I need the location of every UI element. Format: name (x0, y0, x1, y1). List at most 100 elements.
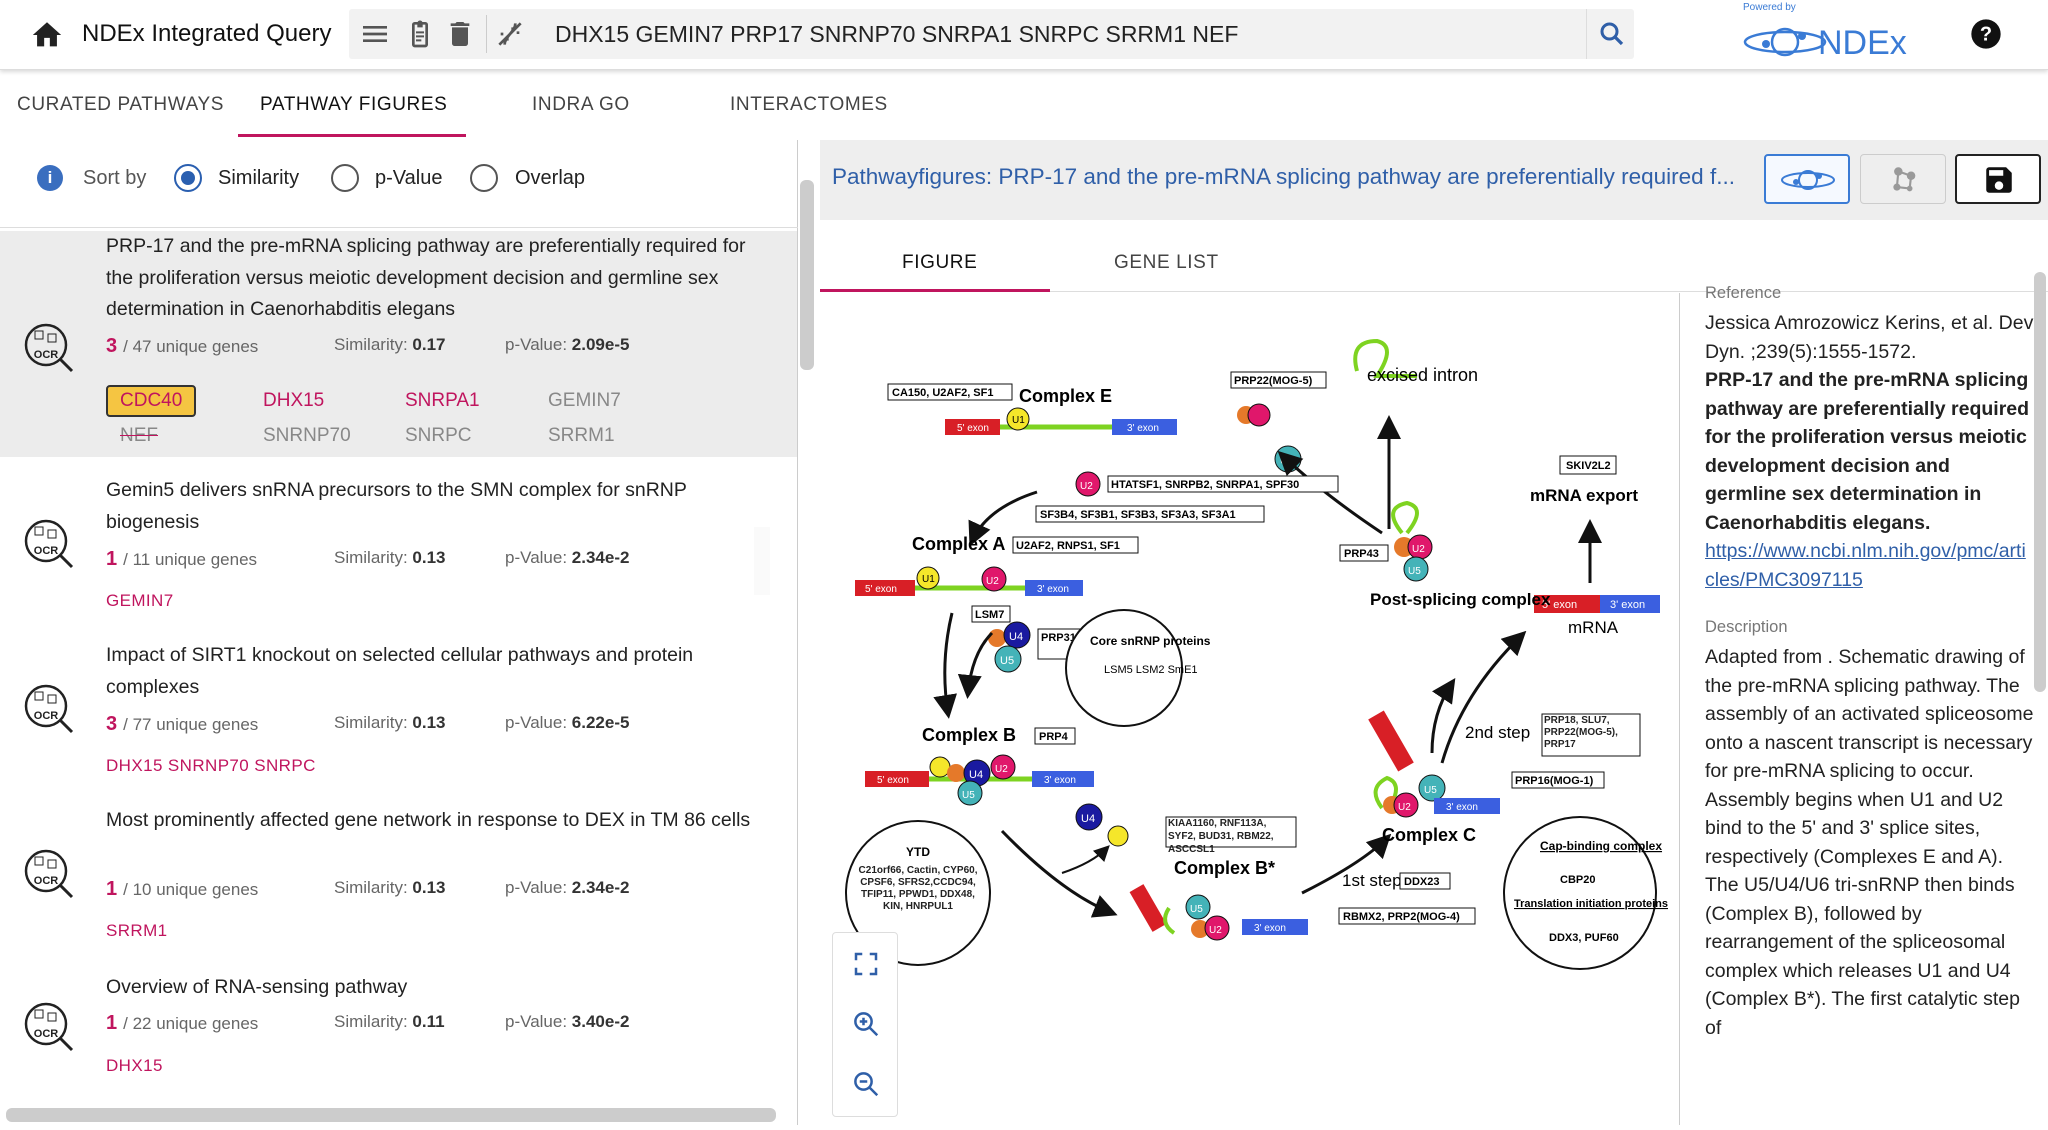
matched-genes[interactable]: SRRM1 (106, 921, 168, 940)
result-item[interactable]: OCR Impact of SIRT1 knockout on selected… (0, 640, 797, 790)
similarity-value: 0.13 (412, 878, 446, 897)
similarity: Similarity: 0.13 (334, 878, 446, 898)
info-icon[interactable]: i (37, 165, 63, 191)
svg-text:OCR: OCR (34, 349, 59, 361)
gene-chip[interactable]: SNRPC (405, 425, 472, 446)
result-title[interactable]: PRP-17 and the pre-mRNA splicing pathway… (106, 235, 746, 320)
search-button[interactable] (1586, 9, 1634, 59)
result-title[interactable]: Most prominently affected gene network i… (106, 809, 751, 831)
svg-text:OCR: OCR (34, 1028, 59, 1040)
dna-icon[interactable] (494, 18, 526, 50)
active-subtab-indicator (820, 289, 1050, 292)
ocr-icon: OCR (24, 684, 74, 734)
reference-authors: Jessica Amrozowicz Kerins, et al. Dev Dy… (1705, 312, 2034, 363)
result-meta: 1/ 22 unique genes Similarity: 0.11 p-Va… (106, 1012, 629, 1035)
active-tab-indicator (238, 134, 466, 137)
results-scrollbar[interactable] (800, 180, 814, 370)
complex-e-label: Complex E (1019, 386, 1112, 406)
description-text: Adapted from . Schematic drawing of the … (1705, 646, 2034, 1039)
svg-text:U1: U1 (1012, 415, 1025, 426)
source-tabs: CURATED PATHWAYS PATHWAY FIGURES INDRA G… (0, 70, 887, 140)
result-item[interactable]: OCR Most prominently affected gene netwo… (0, 805, 797, 955)
sort-overlap-radio[interactable] (470, 164, 498, 192)
box-label: SKIV2L2 (1566, 460, 1611, 472)
pathway-figure[interactable]: CA150, U2AF2, SF1 Complex E 5' exon 3' e… (822, 293, 1680, 1125)
first-step-label: 1st step (1342, 871, 1402, 890)
trash-icon[interactable] (444, 18, 476, 50)
zoom-in-icon[interactable] (851, 1009, 881, 1039)
box-label: CA150, U2AF2, SF1 (892, 387, 993, 399)
tab-indra-go[interactable]: INDRA GO (532, 94, 630, 115)
svg-text:U5: U5 (1190, 904, 1203, 915)
gene-chip[interactable]: SRRM1 (548, 425, 615, 446)
results-pane: i Sort by Similarity p-Value Overlap OCR… (0, 140, 798, 1125)
viewer-title: Pathwayfigures: PRP-17 and the pre-mRNA … (832, 164, 1735, 189)
reference-link[interactable]: https://www.ncbi.nlm.nih.gov/pmc/article… (1705, 540, 2026, 591)
tab-pathway-figures[interactable]: PATHWAY FIGURES (260, 94, 448, 115)
viewer-header: Pathwayfigures: PRP-17 and the pre-mRNA … (820, 140, 2048, 220)
result-title[interactable]: Overview of RNA-sensing pathway (106, 976, 408, 998)
menu-icon[interactable] (359, 18, 391, 50)
pvalue-value: 6.22e-5 (571, 713, 630, 732)
result-title[interactable]: Impact of SIRT1 knockout on selected cel… (106, 644, 694, 698)
svg-text:U4: U4 (969, 769, 983, 781)
translation-list: DDX3, PUF60 (1549, 932, 1619, 944)
result-title[interactable]: Gemin5 delivers snRNA precursors to the … (106, 479, 687, 533)
save-button[interactable] (1955, 154, 2041, 204)
gene-chip[interactable]: SNRPA1 (405, 390, 480, 411)
similarity: Similarity: 0.17 (334, 335, 446, 355)
sort-pvalue-radio[interactable] (331, 164, 359, 192)
clipboard-icon[interactable] (404, 18, 436, 50)
tab-interactomes[interactable]: INTERACTOMES (730, 94, 888, 115)
result-item[interactable]: OCR Overview of RNA-sensing pathway 1/ 2… (0, 972, 797, 1112)
svg-text:U4: U4 (1009, 631, 1023, 643)
exon-label: 3' exon (1044, 775, 1076, 786)
gene-chip-selected[interactable]: CDC40 (106, 385, 197, 417)
splicing-diagram: CA150, U2AF2, SF1 Complex E 5' exon 3' e… (845, 338, 1668, 970)
home-icon[interactable] (30, 18, 64, 52)
cytoscape-button[interactable] (1860, 154, 1946, 204)
svg-text:OCR: OCR (34, 710, 59, 722)
svg-text:NDEx: NDEx (1818, 24, 1907, 62)
matched-genes[interactable]: DHX15 (106, 1056, 163, 1075)
box-label: PRP16(MOG-1) (1515, 775, 1594, 787)
help-icon[interactable]: ? (1970, 18, 2002, 50)
sort-similarity-radio[interactable] (174, 164, 202, 192)
core-list: LSM5 LSM2 SmE1 (1104, 664, 1198, 676)
exon-label: 3' exon (1037, 584, 1069, 595)
fit-screen-icon[interactable] (851, 949, 881, 979)
svg-text:OCR: OCR (34, 545, 59, 557)
zoom-out-icon[interactable] (851, 1069, 881, 1099)
similarity-value: 0.11 (412, 1012, 445, 1031)
exon-5 (945, 419, 1000, 435)
result-item[interactable]: OCR PRP-17 and the pre-mRNA splicing pat… (0, 231, 797, 595)
exon-label: 3' exon (1446, 802, 1478, 813)
complex-b-label: Complex B (922, 725, 1016, 745)
result-meta: 1/ 11 unique genes Similarity: 0.13 p-Va… (106, 548, 629, 571)
gene-chip-missing[interactable]: NEF (120, 425, 158, 446)
result-item[interactable]: OCR Gemin5 delivers snRNA precursors to … (0, 475, 797, 625)
ocr-icon: OCR (24, 849, 74, 899)
metadata-scrollbar[interactable] (2034, 272, 2046, 692)
exon-label: 3' exon (1127, 423, 1159, 434)
matched-genes[interactable]: DHX15 SNRNP70 SNRPC (106, 756, 316, 775)
tab-curated-pathways[interactable]: CURATED PATHWAYS (17, 94, 224, 115)
open-in-ndex-button[interactable] (1764, 154, 1850, 204)
results-hscrollbar[interactable] (6, 1108, 776, 1122)
gene-chip[interactable]: GEMIN7 (548, 390, 621, 411)
ocr-icon: OCR (24, 519, 74, 569)
gene-chip[interactable]: SNRNP70 (263, 425, 351, 446)
gene-list-scrollbar[interactable] (754, 527, 770, 595)
matched-genes[interactable]: GEMIN7 (106, 591, 174, 610)
pvalue: p-Value: 2.34e-2 (505, 548, 629, 568)
result-meta: 3/ 47 unique genes Similarity: 0.17 p-Va… (106, 335, 629, 358)
description-label: Description (1705, 618, 1788, 636)
tab-figure[interactable]: FIGURE (902, 252, 978, 273)
pvalue-value: 3.40e-2 (571, 1012, 630, 1031)
gene-chip[interactable]: DHX15 (263, 390, 325, 411)
tab-gene-list[interactable]: GENE LIST (1114, 252, 1219, 273)
ndex-logo[interactable]: NDEx (1740, 14, 1950, 64)
query-input[interactable]: DHX15 GEMIN7 PRP17 SNRNP70 SNRPA1 SNRPC … (555, 21, 1239, 47)
svg-text:?: ? (1980, 24, 1992, 46)
figure-metadata: Reference Jessica Amrozowicz Kerins, et … (1705, 284, 2035, 1042)
